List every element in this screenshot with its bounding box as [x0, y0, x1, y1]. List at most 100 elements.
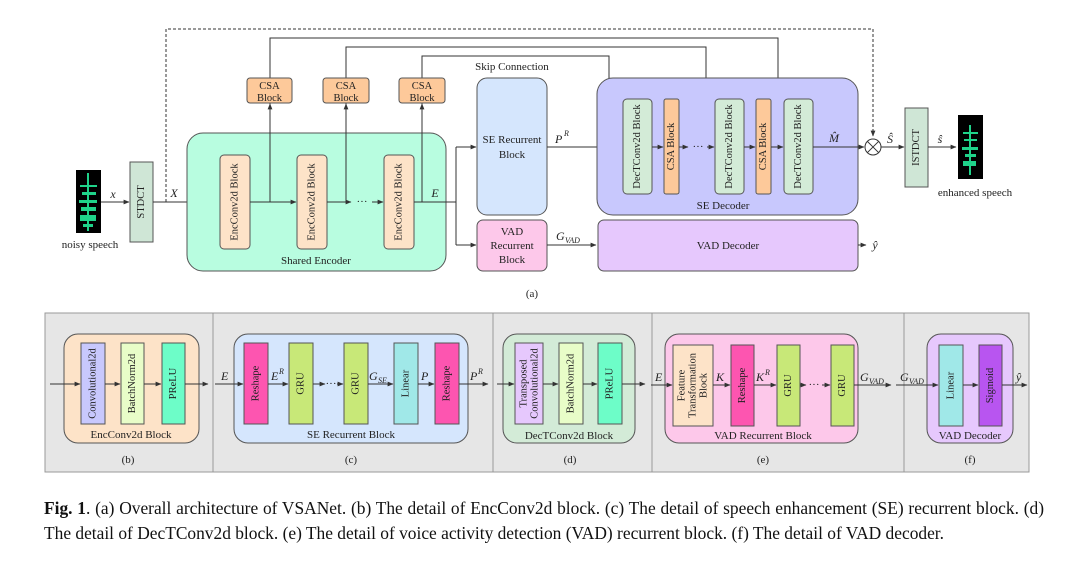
svg-text:BatchNorm2d: BatchNorm2d	[565, 353, 576, 413]
svg-text:EncConv2d Block: EncConv2d Block	[306, 163, 317, 241]
svg-text:EncConv2d Block: EncConv2d Block	[91, 429, 172, 441]
panel-label-f: (f)	[965, 454, 976, 466]
enhanced-spectrogram	[958, 115, 983, 179]
caption-text: . (a) Overall architecture of VSANet. (b…	[44, 498, 1044, 543]
M-hat-label: M̂	[828, 131, 840, 145]
vad-decoder: VAD Decoder	[597, 219, 859, 272]
csa-block-3: CSA Block	[398, 77, 446, 104]
svg-text:E: E	[270, 369, 279, 383]
svg-text:GRU: GRU	[295, 372, 306, 395]
shared-encoder-label: Shared Encoder	[281, 255, 351, 267]
figure-number: Fig. 1	[44, 498, 86, 518]
decoder-ellipsis: ···	[693, 141, 704, 153]
svg-text:Convolutional2d: Convolutional2d	[529, 347, 540, 418]
svg-text:Recurrent: Recurrent	[490, 240, 533, 252]
conv2d-layer	[80, 342, 106, 425]
vad-decoder-detail: Linear Sigmoid G VAD ŷ VAD Decoder (f)	[896, 333, 1028, 466]
svg-text:Block: Block	[257, 93, 283, 104]
svg-text:Block: Block	[499, 149, 526, 161]
decoder-csa-block-2: CSA Block	[755, 98, 772, 195]
svg-text:GRU: GRU	[837, 374, 848, 397]
enhanced-speech-label: enhanced speech	[938, 187, 1013, 199]
vad-recurrent-block: VAD Recurrent Block	[476, 219, 548, 272]
stdct-label: STDCT	[136, 185, 147, 219]
svg-text:SE: SE	[378, 376, 387, 385]
svg-text:Reshape: Reshape	[737, 367, 748, 403]
svg-text:VAD: VAD	[869, 377, 884, 386]
svg-text:P: P	[420, 369, 429, 383]
figure-caption: Fig. 1. (a) Overall architecture of VSAN…	[44, 496, 1044, 546]
svg-text:Feature: Feature	[676, 369, 687, 401]
se-recurrent-block: SE Recurrent Block	[476, 77, 548, 216]
svg-text:PReLU: PReLU	[168, 367, 179, 399]
PR-sup: R	[563, 129, 569, 138]
svg-text:···: ···	[326, 378, 337, 390]
svg-text:Linear: Linear	[945, 371, 956, 399]
GVAD-sub: VAD	[565, 236, 580, 245]
panel-label-e: (e)	[757, 454, 770, 466]
x-label: x	[109, 187, 116, 201]
svg-text:CSA: CSA	[412, 81, 433, 92]
svg-text:Linear: Linear	[400, 369, 411, 397]
svg-text:K: K	[715, 370, 725, 384]
noisy-spectrogram	[76, 170, 101, 233]
svg-text:R: R	[764, 368, 770, 377]
enc-block-3: EncConv2d Block	[383, 154, 415, 250]
encoder-ellipsis: ···	[357, 196, 368, 208]
se-decoder-label: SE Decoder	[697, 200, 750, 212]
svg-text:ŷ: ŷ	[1015, 370, 1022, 384]
panel-label-a: (a)	[526, 288, 539, 300]
E-label: E	[430, 186, 439, 200]
enc-conv2d-detail: Convolutional2d BatchNorm2d PReLU EncCon…	[50, 333, 209, 466]
svg-text:Block: Block	[499, 254, 526, 266]
dashed-bypass-line	[165, 28, 876, 202]
svg-text:CSA Block: CSA Block	[758, 122, 769, 170]
svg-text:Convolutional2d: Convolutional2d	[87, 347, 98, 418]
decoder-csa-block-1: CSA Block	[663, 98, 680, 195]
svg-text:VAD: VAD	[501, 226, 523, 238]
PR-label: P	[554, 132, 563, 146]
svg-text:Reshape: Reshape	[250, 365, 261, 401]
svg-text:G: G	[900, 370, 909, 384]
svg-text:DecTConv2d Block: DecTConv2d Block	[793, 104, 804, 189]
svg-text:DecTConv2d Block: DecTConv2d Block	[724, 104, 735, 189]
svg-text:SE Recurrent Block: SE Recurrent Block	[307, 429, 395, 441]
noisy-speech-label: noisy speech	[62, 239, 119, 251]
dec-tconv2d-detail: Transposed Convolutional2d BatchNorm2d P…	[497, 333, 646, 466]
panel-label-d: (d)	[564, 454, 577, 466]
X-label: X	[169, 186, 178, 200]
svg-text:VAD Decoder: VAD Decoder	[697, 240, 760, 252]
svg-text:Transformation: Transformation	[687, 352, 698, 418]
svg-text:SE Recurrent: SE Recurrent	[483, 134, 542, 146]
GVAD-label: G	[556, 229, 565, 243]
svg-text:E: E	[654, 370, 663, 384]
svg-text:BatchNorm2d: BatchNorm2d	[127, 353, 138, 413]
multiply-icon	[864, 138, 882, 156]
panel-label-c: (c)	[345, 454, 358, 466]
svg-text:EncConv2d Block: EncConv2d Block	[393, 163, 404, 241]
istdct-label: ISTDCT	[911, 129, 922, 166]
svg-text:Block: Block	[409, 93, 435, 104]
csa-block-2: CSA Block	[322, 77, 370, 104]
svg-text:G: G	[369, 369, 378, 383]
svg-text:EncConv2d Block: EncConv2d Block	[229, 163, 240, 241]
svg-text:R: R	[477, 367, 483, 376]
svg-text:VAD: VAD	[909, 377, 924, 386]
se-recurrent-detail: Reshape GRU GRU Linear Reshape ··· E E R…	[215, 333, 489, 466]
svg-text:PReLU: PReLU	[604, 367, 615, 399]
vad-recurrent-detail: Feature Transformation Block Reshape GRU…	[651, 333, 892, 466]
dec-block-3: DecTConv2d Block	[783, 98, 814, 195]
svg-text:···: ···	[809, 379, 820, 391]
svg-text:R: R	[278, 367, 284, 376]
svg-text:DecTConv2d Block: DecTConv2d Block	[525, 430, 614, 442]
S-hat-label: Ŝ	[887, 132, 893, 146]
svg-text:CSA Block: CSA Block	[666, 122, 677, 170]
svg-text:VAD Recurrent Block: VAD Recurrent Block	[714, 430, 812, 442]
svg-text:VAD Decoder: VAD Decoder	[939, 430, 1002, 442]
overall-architecture: noisy speech x STDCT X Shared Encoder En…	[62, 28, 1013, 300]
s-hat-label: ŝ	[938, 132, 943, 146]
svg-text:Reshape: Reshape	[441, 365, 452, 401]
svg-text:CSA: CSA	[259, 81, 280, 92]
skip-connection-label: Skip Connection	[475, 61, 549, 73]
